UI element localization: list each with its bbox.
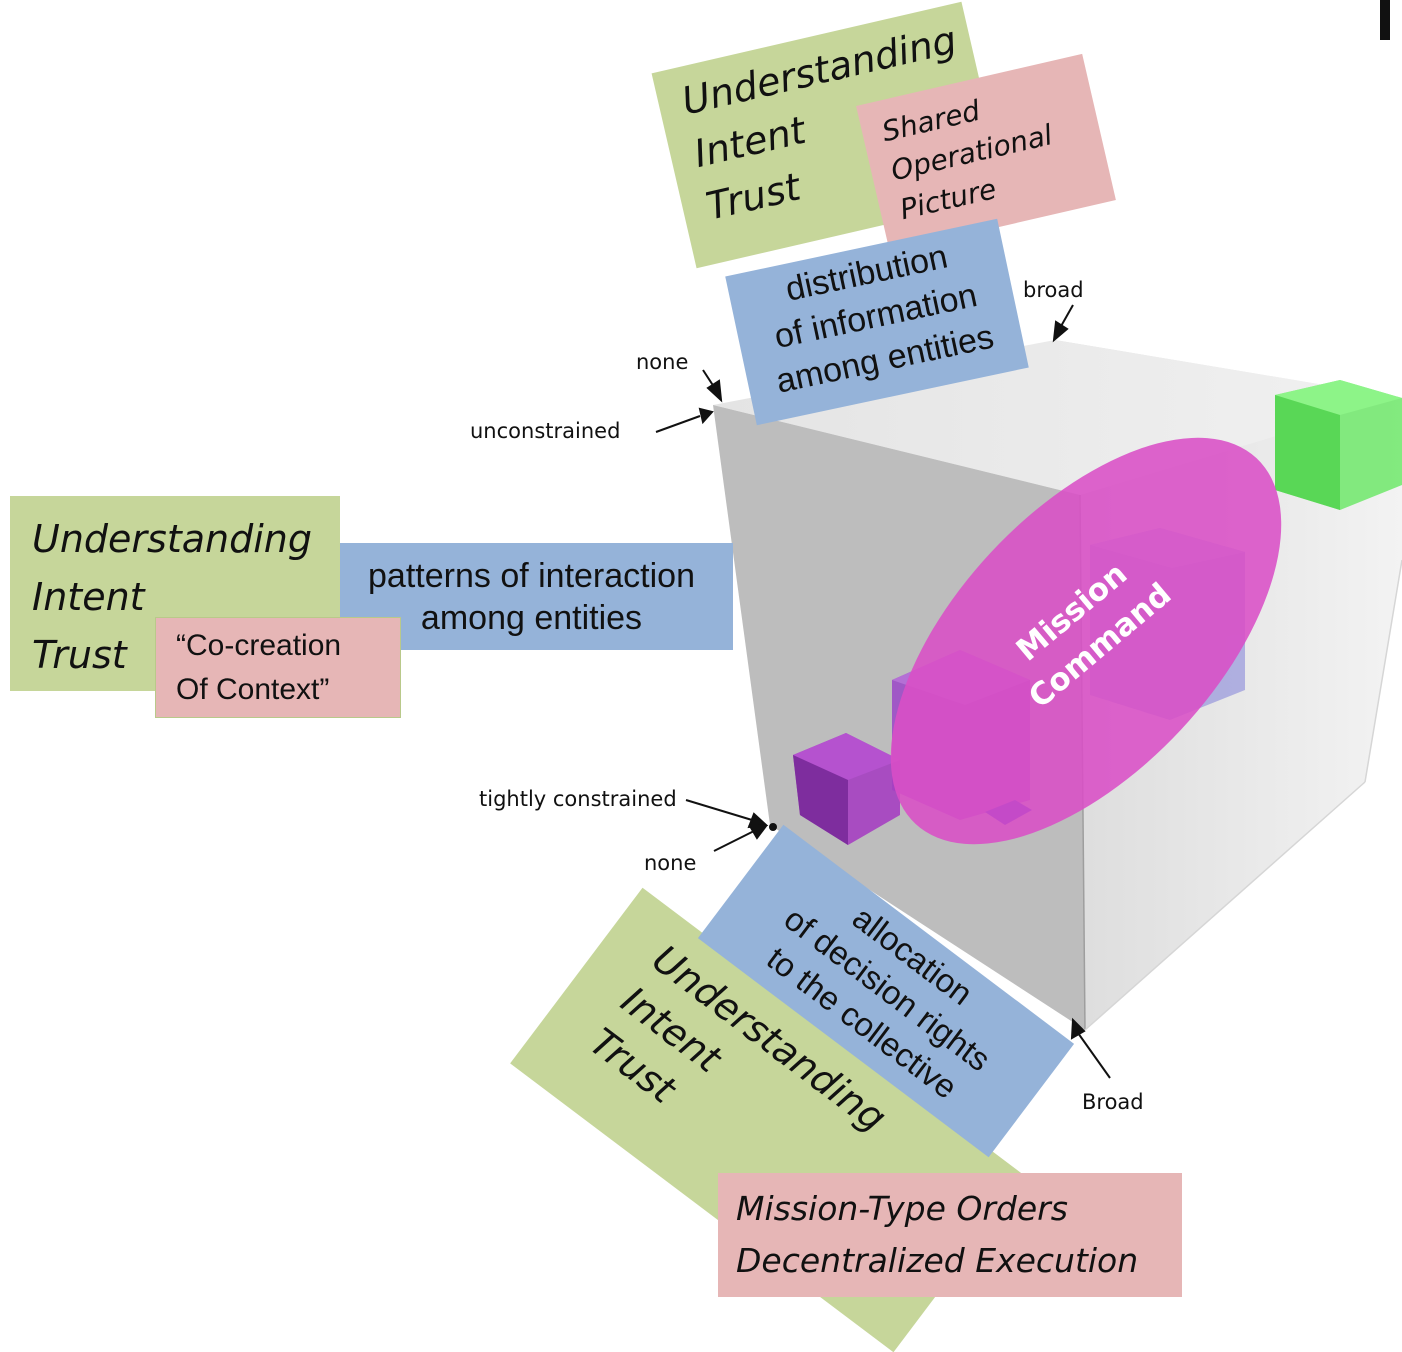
left-green-line-2: Intent [32,575,145,619]
bottom-pink-line-1: Mission-Type Orders [736,1189,1068,1228]
axis-label-unconstrained: unconstrained [470,419,621,443]
bottom-pink-box: Mission-Type Orders Decentralized Execut… [718,1173,1182,1297]
small-purple-cube [793,733,900,845]
axis-label-broad-top: broad [1023,278,1084,302]
mission-command-ellipse [890,437,1282,845]
axis-label-none-top: none [636,350,689,374]
axis-label-none-bottom: none [644,851,697,875]
left-blue-line-2: among entities [420,599,643,637]
axis-label-broad-bottom: Broad [1082,1090,1144,1114]
left-green-line-3: Trust [32,633,127,677]
left-blue-box: patterns of interaction among entities [330,543,733,650]
axis-label-tightly-constrained: tightly constrained [479,787,677,811]
left-pink-line-1: “Co-creation [176,629,342,662]
left-blue-line-1: patterns of interaction [368,557,695,595]
bottom-pink-line-2: Decentralized Execution [736,1241,1139,1280]
left-pink-box: “Co-creation Of Context” [155,617,401,718]
origin-dot [769,823,777,831]
left-green-line-1: Understanding [32,517,312,561]
green-cube [1275,380,1402,510]
title-fragment [1368,0,1402,42]
left-pink-line-2: Of Context” [176,673,330,706]
